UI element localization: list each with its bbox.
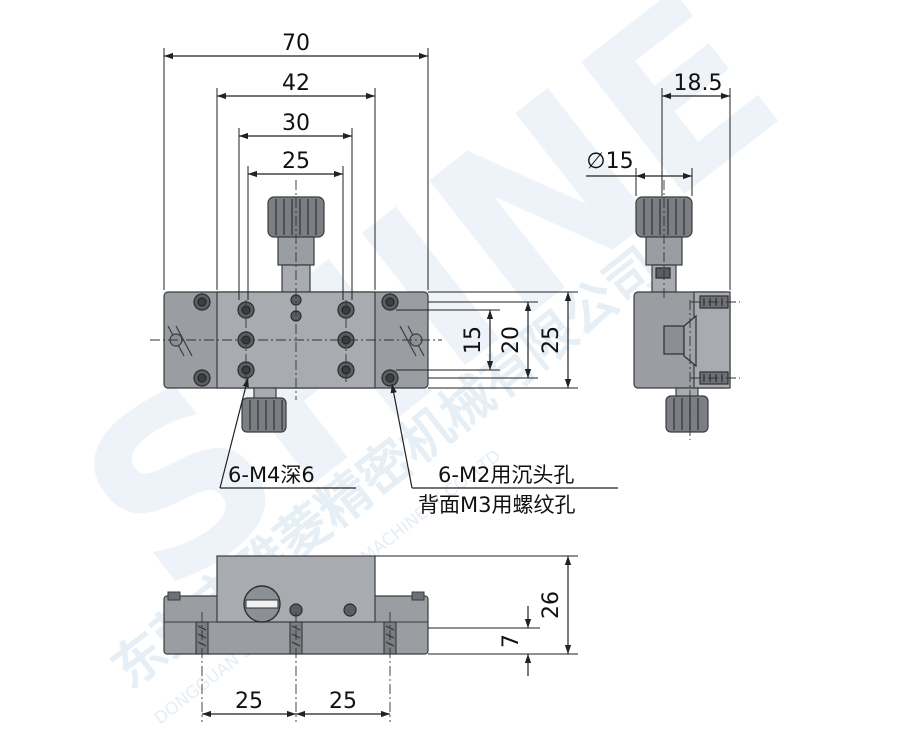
dim-dia-15: ∅15 xyxy=(586,149,633,174)
side-view: 18.5 ∅15 xyxy=(586,71,740,440)
front-view: 26 7 25 25 xyxy=(163,555,578,722)
top-lock-knob xyxy=(241,387,287,433)
dim-20: 20 xyxy=(499,326,524,354)
top-knob xyxy=(267,196,325,294)
top-dimension-lines xyxy=(163,48,429,300)
dim-26: 26 xyxy=(539,591,564,619)
dim-30: 30 xyxy=(282,111,310,136)
dim-70: 70 xyxy=(282,31,310,56)
note-m2-line1: 6-M2用沉头孔 xyxy=(438,463,574,487)
top-center-lines xyxy=(150,180,442,400)
top-view: 70 42 30 25 15 20 25 6-M4深6 6-M2用沉头孔 背面 xyxy=(150,31,618,517)
dim-42: 42 xyxy=(282,71,310,96)
dim-25-pitch-left: 25 xyxy=(235,689,263,714)
dim-25-pitch-right: 25 xyxy=(329,689,357,714)
side-lock-knob xyxy=(665,387,709,433)
leader-lines xyxy=(219,377,618,489)
dim-25-top: 25 xyxy=(282,149,310,174)
dim-25-height: 25 xyxy=(539,326,564,354)
note-m2-line2: 背面M3用螺纹孔 xyxy=(418,493,575,517)
side-dimension-lines xyxy=(586,88,731,290)
front-dimension-lines xyxy=(202,555,578,718)
dim-18-5: 18.5 xyxy=(674,71,723,96)
note-m4: 6-M4深6 xyxy=(228,463,315,487)
top-vertical-dimension-lines xyxy=(396,291,578,389)
dim-15: 15 xyxy=(461,326,486,354)
dim-7: 7 xyxy=(499,634,524,648)
top-holes xyxy=(193,293,399,387)
